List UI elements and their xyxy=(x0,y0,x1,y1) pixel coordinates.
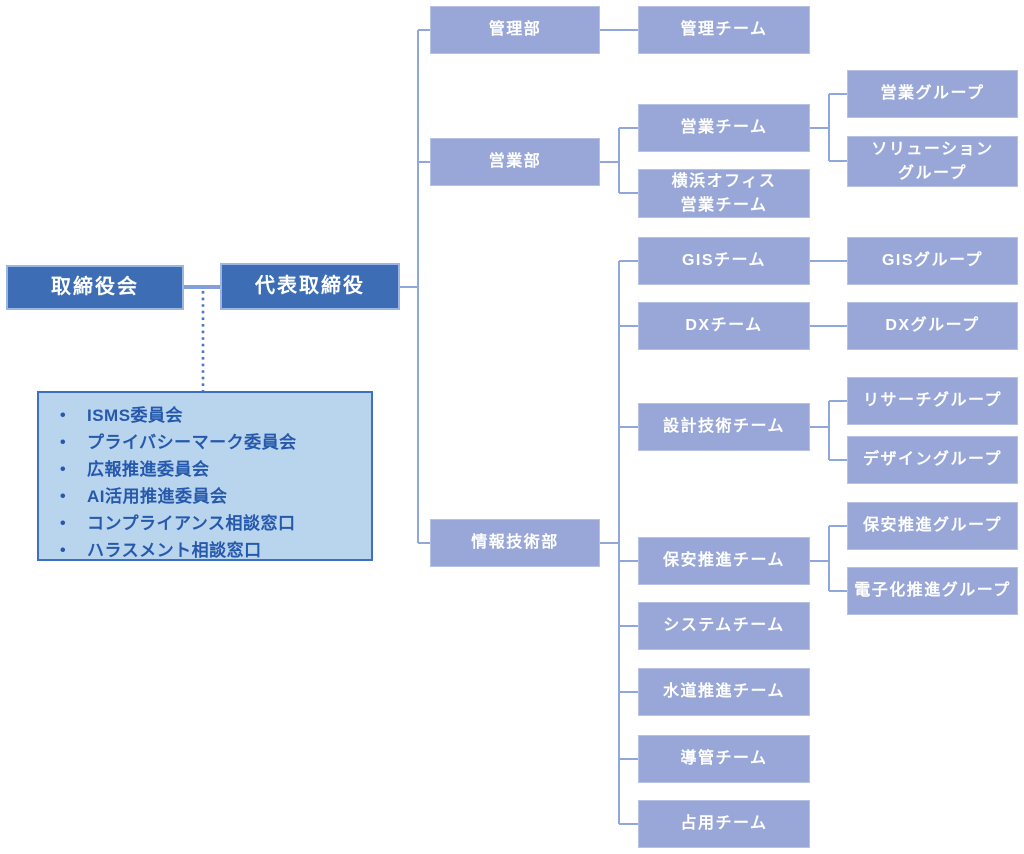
org-node-board-of-directors: 取締役会 xyxy=(6,265,184,310)
connector-sales-team-to-groups xyxy=(810,93,847,162)
org-node-group-design: デザイングループ xyxy=(847,436,1018,484)
org-node-team-dx: DXチーム xyxy=(638,302,810,350)
org-node-representative-director: 代表取締役 xyxy=(220,263,400,310)
org-node-team-sales: 営業チーム xyxy=(638,104,810,152)
org-node-team-conduit: 導管チーム xyxy=(638,735,810,783)
connector-safety-team-to-groups xyxy=(810,525,847,592)
connector-sales-dept-to-teams xyxy=(600,127,638,194)
org-node-team-water-promotion: 水道推進チーム xyxy=(638,668,810,716)
connector-ceo-to-departments xyxy=(400,29,430,544)
org-node-group-dx: DXグループ xyxy=(847,302,1018,350)
org-node-group-safety-promotion: 保安推進グループ xyxy=(847,502,1018,550)
org-node-team-system: システムチーム xyxy=(638,602,810,650)
org-node-team-design-tech: 設計技術チーム xyxy=(638,403,810,451)
org-node-group-digitization-promotion: 電子化推進グループ xyxy=(847,567,1018,615)
committee-item-pr-promotion: 広報推進委員会 xyxy=(60,456,371,483)
org-node-group-research: リサーチグループ xyxy=(847,377,1018,425)
connector-it-dept-trunk xyxy=(600,261,620,824)
org-node-group-sales: 営業グループ xyxy=(847,70,1018,118)
org-node-dept-sales: 営業部 xyxy=(430,138,600,186)
committee-panel: ISMS委員会 プライバシーマーク委員会 広報推進委員会 AI活用推進委員会 コ… xyxy=(37,391,373,564)
org-node-dept-it: 情報技術部 xyxy=(430,519,600,567)
org-node-team-occupancy: 占用チーム xyxy=(638,800,810,848)
committee-item-privacy-mark: プライバシーマーク委員会 xyxy=(60,429,371,456)
committee-list: ISMS委員会 プライバシーマーク委員会 広報推進委員会 AI活用推進委員会 コ… xyxy=(39,402,371,564)
org-node-team-admin: 管理チーム xyxy=(638,6,810,54)
org-node-team-gis: GISチーム xyxy=(638,237,810,285)
org-node-team-yokohama-sales: 横浜オフィス 営業チーム xyxy=(638,169,810,218)
committee-item-harassment-desk: ハラスメント相談窓口 xyxy=(60,537,371,564)
connector-it-team-stubs xyxy=(619,260,638,825)
committee-item-ai-utilization: AI活用推進委員会 xyxy=(60,483,371,510)
org-node-dept-admin: 管理部 xyxy=(430,6,600,54)
org-node-group-gis: GISグループ xyxy=(847,237,1018,285)
connector-design-team-to-groups xyxy=(810,400,847,461)
org-node-team-safety-promotion: 保安推進チーム xyxy=(638,537,810,585)
committee-item-compliance-desk: コンプライアンス相談窓口 xyxy=(60,510,371,537)
committee-item-isms: ISMS委員会 xyxy=(60,402,371,429)
org-node-group-solution: ソリューション グループ xyxy=(847,136,1018,187)
